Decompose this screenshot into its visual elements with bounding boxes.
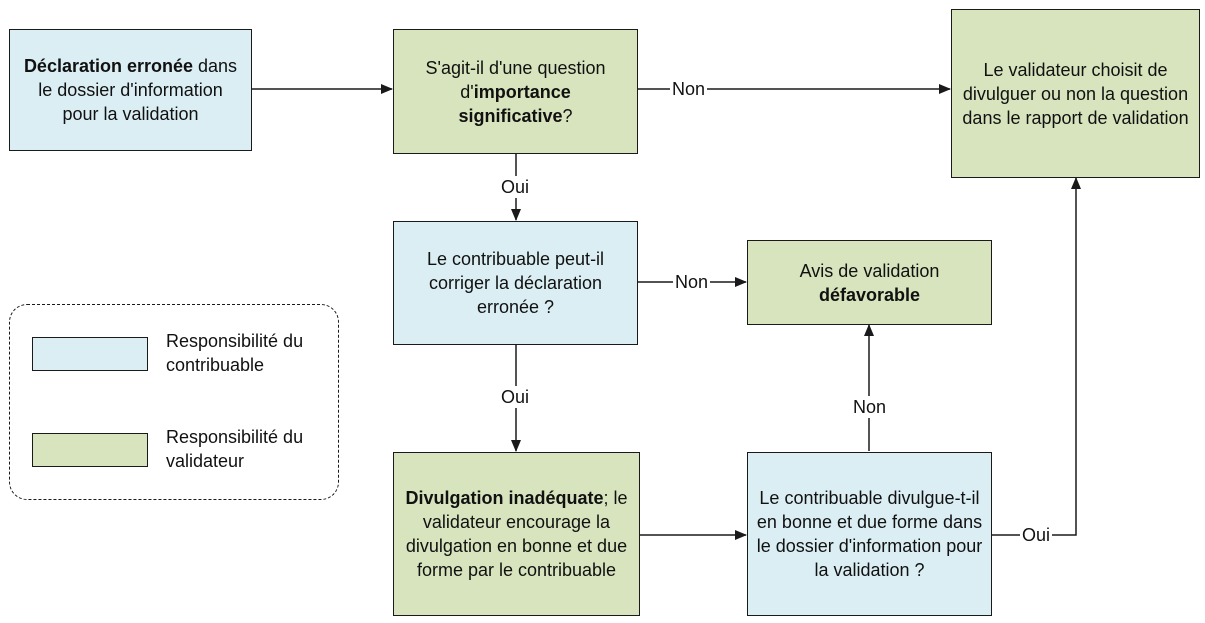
node-correct-text: Le contribuable peut-il corriger la décl… xyxy=(426,249,605,317)
node-inadequate-text: ; le validateur encourage la divulgation… xyxy=(405,488,628,580)
node-declaration-text: dans le dossier d'information pour la va… xyxy=(38,56,238,124)
node-importance-pre: S'agit-il d'une question d' xyxy=(425,57,606,102)
legend: Responsibilité du contribuable Responsib… xyxy=(9,304,339,500)
node-avis-pre: Avis de validation xyxy=(799,260,940,281)
node-validator-choice: Le validateur choisit de divulguer ou no… xyxy=(951,9,1200,178)
node-importance-post: ? xyxy=(562,105,573,126)
node-choice-text: Le validateur choisit de divulguer ou no… xyxy=(962,59,1189,128)
edge-label-oui-2: Oui xyxy=(499,386,532,408)
node-disclosure-question: Le contribuable divulgue-t-il en bonne e… xyxy=(747,452,992,616)
node-avis-bold: défavorable xyxy=(818,284,921,305)
edge-label-non-2: Non xyxy=(673,271,711,293)
edge-label-oui-3: Oui xyxy=(1020,524,1053,546)
node-importance-bold: importance significative xyxy=(458,81,571,126)
legend-label-validator: Responsibilité du validateur xyxy=(166,427,304,471)
node-inadequate-bold: Divulgation inadéquate xyxy=(405,488,604,508)
legend-label-taxpayer: Responsibilité du contribuable xyxy=(166,331,304,375)
edge-discloses-to-choice xyxy=(992,177,1081,536)
node-divulgation-inadequate: Divulgation inadéquate; le validateur en… xyxy=(393,452,640,616)
node-declaration-erronee: Déclaration erronée dans le dossier d'in… xyxy=(9,29,252,151)
node-importance-significative: S'agit-il d'une question d'importance si… xyxy=(393,29,638,154)
node-discloses-text: Le contribuable divulgue-t-il en bonne e… xyxy=(756,488,983,580)
legend-swatch-validator xyxy=(32,433,148,467)
node-correction-question: Le contribuable peut-il corriger la décl… xyxy=(393,221,638,345)
node-avis-defavorable: Avis de validation défavorable xyxy=(747,240,992,325)
edge-label-non-1: Non xyxy=(670,78,708,100)
node-declaration-bold: Déclaration erronée xyxy=(23,56,194,76)
legend-swatch-taxpayer xyxy=(32,337,148,371)
edge-label-oui-1: Oui xyxy=(499,176,532,198)
edge-label-non-3: Non xyxy=(851,396,889,418)
